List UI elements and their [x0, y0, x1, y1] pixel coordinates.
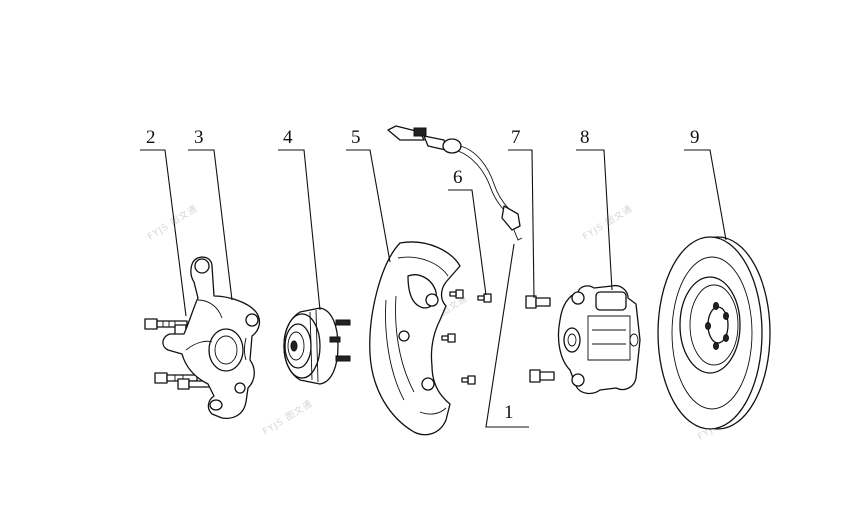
leader-9 — [684, 149, 727, 241]
brake-hose-part-1 — [387, 125, 523, 241]
caliper-bolts-part-7 — [525, 295, 555, 383]
callout-4: 4 — [283, 127, 293, 148]
callout-2: 2 — [146, 127, 156, 148]
leader-1 — [485, 243, 529, 428]
callout-7: 7 — [511, 127, 521, 148]
brake-caliper-part-8 — [557, 284, 641, 395]
leader-8 — [576, 149, 613, 291]
steering-knuckle-part-3 — [162, 256, 261, 420]
callout-6: 6 — [453, 167, 463, 188]
leader-lines — [140, 149, 727, 428]
leader-2 — [140, 149, 187, 317]
callout-labels: 1 2 3 4 5 6 7 8 9 — [146, 127, 700, 423]
callout-3: 3 — [194, 127, 204, 148]
leader-3 — [188, 149, 233, 301]
leader-5 — [346, 149, 391, 263]
callout-8: 8 — [580, 127, 590, 148]
callout-9: 9 — [690, 127, 700, 148]
watermark: FYJS 图文通 — [260, 397, 315, 437]
small-bolts-part-6 — [441, 289, 492, 385]
dust-shield-part-5 — [369, 241, 461, 436]
wheel-hub-part-4 — [283, 307, 351, 385]
brake-disc-part-9 — [657, 236, 771, 430]
leader-7 — [508, 149, 535, 299]
callout-1: 1 — [504, 402, 514, 423]
leader-6 — [448, 189, 487, 296]
leader-4 — [278, 149, 321, 311]
callout-5: 5 — [351, 127, 361, 148]
